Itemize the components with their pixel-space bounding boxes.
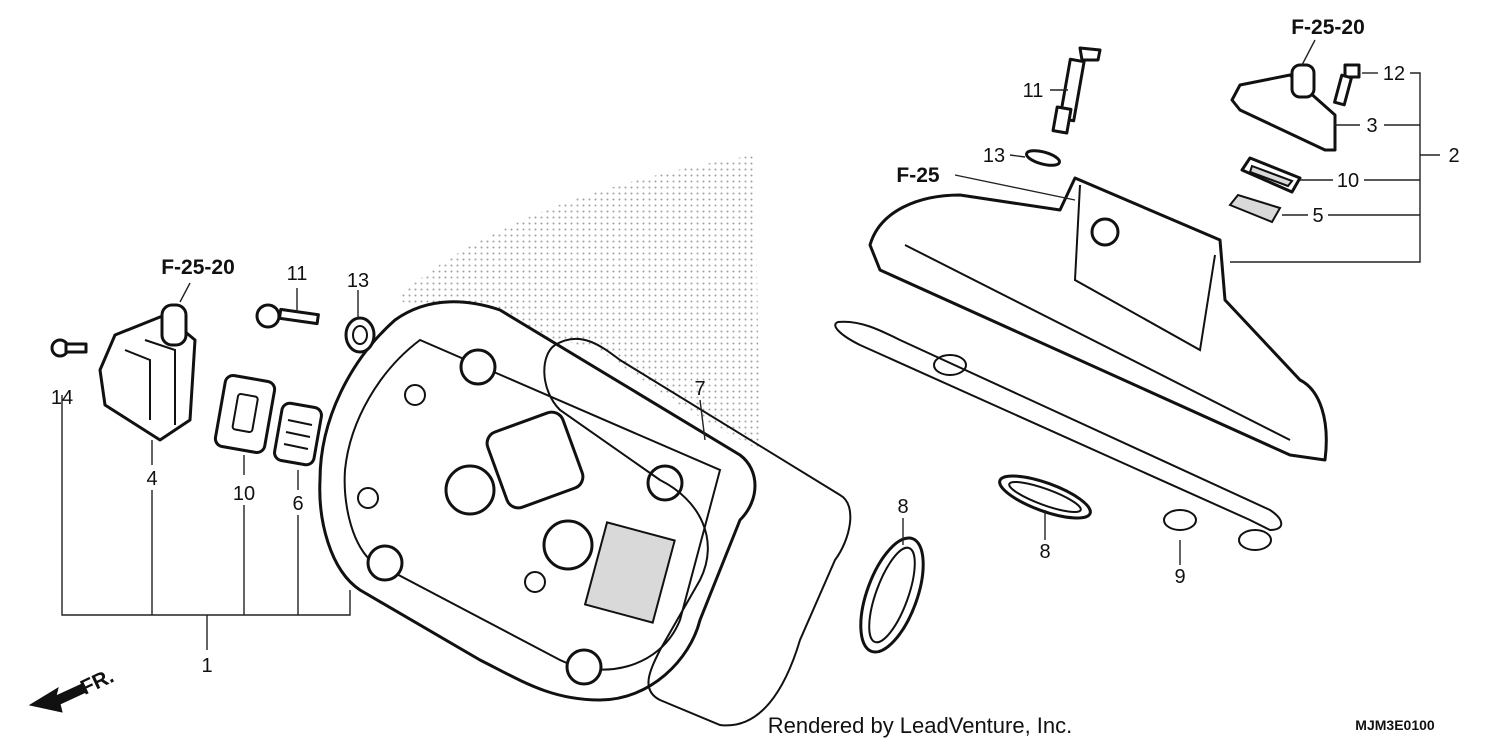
diagram-code: MJM3E0100 (1355, 717, 1435, 733)
front-label: FR. (77, 665, 117, 700)
callout-1: 1 (201, 655, 212, 677)
part-3-breather-cover-right[interactable] (1230, 63, 1337, 152)
callout-3: 3 (1366, 115, 1377, 137)
callout-13-right: 13 (983, 145, 1005, 167)
callout-2: 2 (1448, 145, 1459, 167)
reference-mid[interactable]: F-25 (896, 164, 940, 187)
part-12-bolt[interactable] (1333, 63, 1361, 107)
callout-5: 5 (1312, 205, 1323, 227)
part-6-filter[interactable] (273, 401, 323, 467)
reference-top-right[interactable]: F-25-20 (1291, 16, 1365, 39)
callout-7: 7 (694, 378, 705, 400)
callout-4: 4 (146, 468, 157, 490)
reference-left[interactable]: F-25-20 (161, 256, 235, 279)
callout-9: 9 (1174, 566, 1185, 588)
head-cover-right[interactable] (868, 176, 1328, 462)
callout-10-right: 10 (1337, 170, 1359, 192)
render-credit: Rendered by LeadVenture, Inc. (768, 713, 1073, 738)
part-4-breather-cover-left[interactable] (98, 303, 197, 442)
leader-lines (61, 39, 1440, 650)
part-13-seal-left[interactable] (344, 316, 376, 354)
callout-11-left: 11 (287, 263, 308, 285)
part-10-plate-right[interactable] (1240, 156, 1302, 194)
part-5-separator[interactable] (1228, 193, 1282, 224)
part-11-bolt-right[interactable] (1051, 46, 1102, 135)
callout-12: 12 (1383, 63, 1405, 85)
part-8-o-ring-right[interactable] (995, 467, 1095, 526)
dotted-shading (395, 155, 760, 450)
callout-8-right: 8 (1039, 541, 1050, 563)
callout-13-left: 13 (347, 270, 369, 292)
part-7-gasket-left[interactable] (543, 337, 852, 727)
front-direction-arrow: FR. (28, 665, 117, 713)
part-11-bolt-left[interactable] (255, 303, 320, 329)
callout-10-left: 10 (233, 483, 255, 505)
part-13-washer-right[interactable] (1025, 148, 1061, 168)
part-8-o-ring-left[interactable] (848, 530, 936, 660)
part-10-plate-left[interactable] (213, 373, 277, 455)
callout-8-left: 8 (897, 496, 908, 518)
callout-14: 14 (51, 387, 73, 409)
part-1-head-cover-left[interactable] (318, 300, 757, 702)
callout-11-right: 11 (1023, 80, 1044, 102)
callout-6: 6 (292, 493, 303, 515)
gasket-right[interactable] (834, 320, 1283, 551)
part-14-bolt[interactable] (50, 338, 88, 358)
